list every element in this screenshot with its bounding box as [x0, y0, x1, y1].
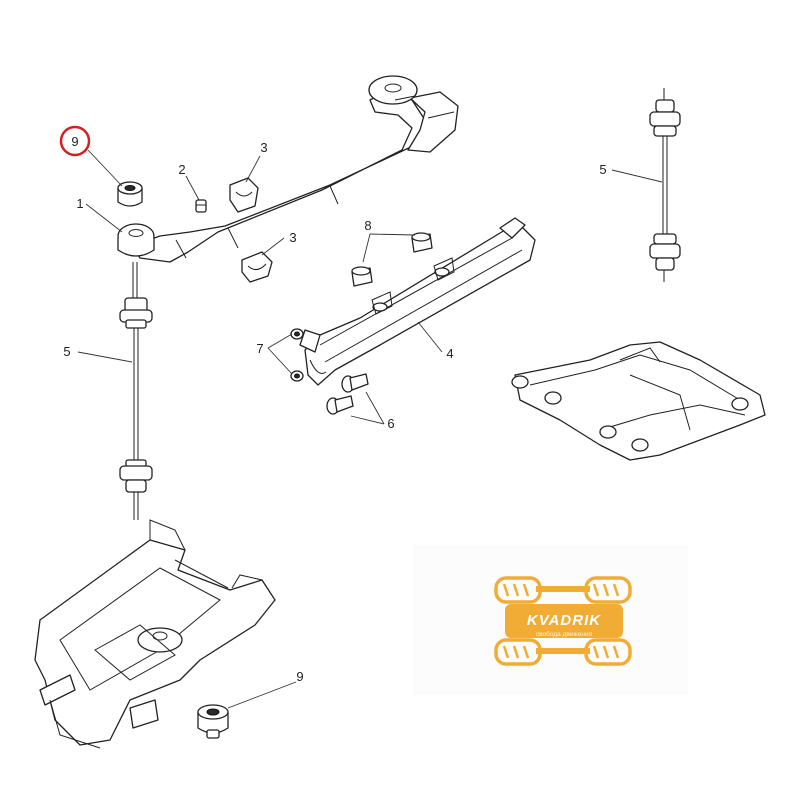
callout-7: 7: [256, 341, 263, 356]
highlight-circle: [59, 125, 91, 157]
callout-4: 4: [446, 346, 453, 361]
bushing-bottom: [197, 704, 229, 739]
callout-9-highlighted: 9: [71, 134, 78, 149]
clamp-item-3-top: [229, 177, 259, 213]
tire-icon: [494, 576, 632, 666]
callout-9-bottom: 9: [296, 669, 303, 684]
callout-5-left: 5: [63, 344, 70, 359]
callout-1: 1: [76, 196, 83, 211]
swing-arm-right: [511, 341, 766, 461]
grommets-item-8: [351, 232, 433, 287]
callout-3-bottom: 3: [289, 230, 296, 245]
bolt-item-2: [195, 199, 207, 213]
bolts-item-6: [326, 373, 369, 415]
mount-bracket-item-4: [299, 217, 536, 386]
watermark-slogan: свобода движения: [536, 630, 593, 638]
swing-arm-left: [34, 519, 276, 749]
watermark-brand: KVADRIK: [527, 612, 601, 629]
link-rod-right: [649, 88, 681, 282]
leader-lines: [77, 149, 663, 709]
link-rod-left: [119, 262, 153, 520]
atv-tires-logo: KVADRIK свобода движения: [413, 545, 688, 695]
callout-8: 8: [364, 218, 371, 233]
callout-5-right: 5: [599, 162, 606, 177]
callout-6: 6: [387, 416, 394, 431]
clamp-item-3-bottom: [241, 251, 273, 283]
nuts-item-7: [290, 328, 304, 382]
callout-2: 2: [178, 162, 185, 177]
callout-3-top: 3: [260, 140, 267, 155]
stabilizer-bar: [117, 75, 459, 263]
bushing-top: [117, 181, 143, 207]
